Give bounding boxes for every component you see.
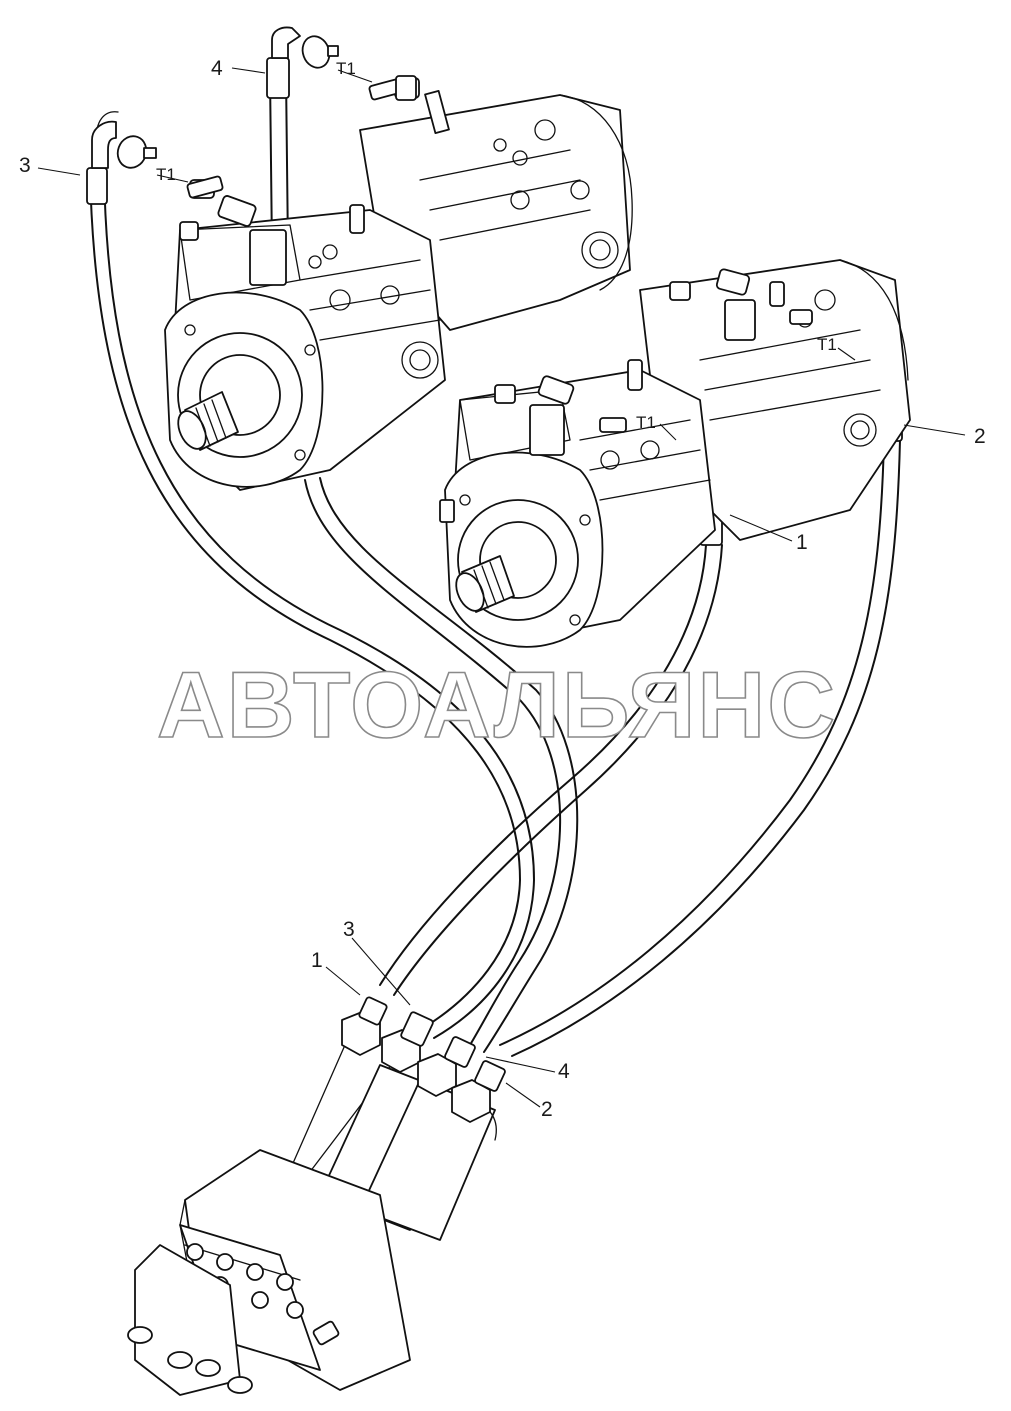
pump-unit-right-front: [439, 359, 716, 648]
hose-2: [499, 439, 901, 1057]
hose-1: [379, 544, 723, 996]
hose-4: [269, 74, 579, 1053]
hose-fitting-4-top: [266, 26, 339, 99]
t1-fitting-a: [368, 75, 417, 101]
port-label-t1-d: T1: [636, 413, 656, 432]
callout-1-right: 1: [796, 531, 808, 554]
hex-nut-1: [341, 996, 388, 1056]
callout-3-bottom: 3: [343, 918, 355, 941]
callout-4-top: 4: [211, 57, 223, 80]
pump-unit-left-front: [164, 179, 446, 491]
callout-4-bottom: 4: [558, 1060, 570, 1083]
hex-nut-2: [451, 1060, 506, 1123]
port-label-t1-b: T1: [156, 165, 176, 184]
callout-2-right: 2: [974, 425, 986, 448]
hose-fitting-3-top: [86, 120, 157, 205]
leader-lines: [37, 67, 966, 1108]
callout-1-bottom: 1: [311, 949, 323, 972]
bottom-valve-block: [127, 1044, 497, 1396]
port-label-t1-a: T1: [336, 59, 356, 78]
t1-fitting-b: [186, 175, 224, 199]
port-label-t1-c: T1: [817, 335, 837, 354]
watermark-text: АВТОАЛЬЯНС: [157, 652, 837, 757]
callout-2-bottom: 2: [541, 1098, 553, 1121]
callout-3-top: 3: [19, 154, 31, 177]
hex-nut-3: [381, 1011, 434, 1073]
